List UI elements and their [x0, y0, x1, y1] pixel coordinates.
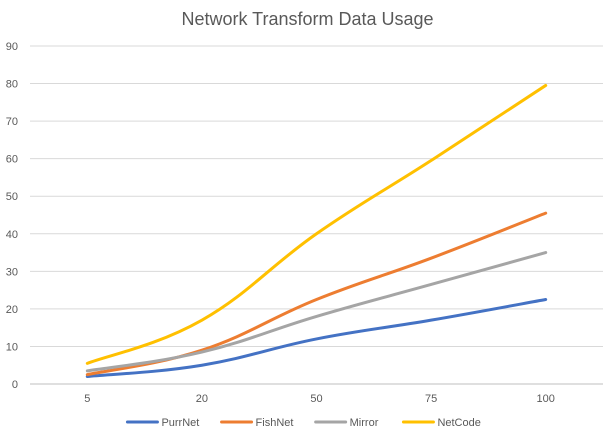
- y-tick-label: 0: [12, 379, 18, 391]
- y-tick-label: 10: [6, 341, 18, 353]
- series: [85, 83, 548, 378]
- x-tick-label: 75: [425, 393, 437, 405]
- series-line-fishnet: [85, 211, 548, 377]
- series-line-mirror: [85, 251, 548, 373]
- y-tick-label: 20: [6, 304, 18, 316]
- legend-label-mirror: Mirror: [350, 417, 379, 429]
- y-tick-label: 40: [6, 229, 18, 241]
- series-line-netcode: [85, 83, 548, 365]
- legend: PurrNet FishNet Mirror NetCode: [125, 417, 481, 429]
- x-tick-label: 5: [84, 393, 90, 405]
- chart-title: Network Transform Data Usage: [181, 9, 434, 29]
- legend-label-fishnet: FishNet: [256, 417, 294, 429]
- axis: 0 10 20 30 40 50 60 70 80 90 5 20 50 75 100: [6, 41, 555, 405]
- y-tick-label: 30: [6, 266, 18, 278]
- y-tick-label: 80: [6, 79, 18, 91]
- y-tick-label: 60: [6, 154, 18, 166]
- legend-label-netcode: NetCode: [437, 417, 480, 429]
- y-tick-label: 70: [6, 116, 18, 128]
- y-tick-label: 50: [6, 191, 18, 203]
- y-tick-label: 90: [6, 41, 18, 53]
- legend-label-purrnet: PurrNet: [161, 417, 199, 429]
- x-tick-label: 100: [537, 393, 555, 405]
- grid: [30, 45, 603, 385]
- x-tick-label: 20: [196, 393, 208, 405]
- series-line-purrnet: [85, 298, 548, 378]
- x-tick-label: 50: [310, 393, 322, 405]
